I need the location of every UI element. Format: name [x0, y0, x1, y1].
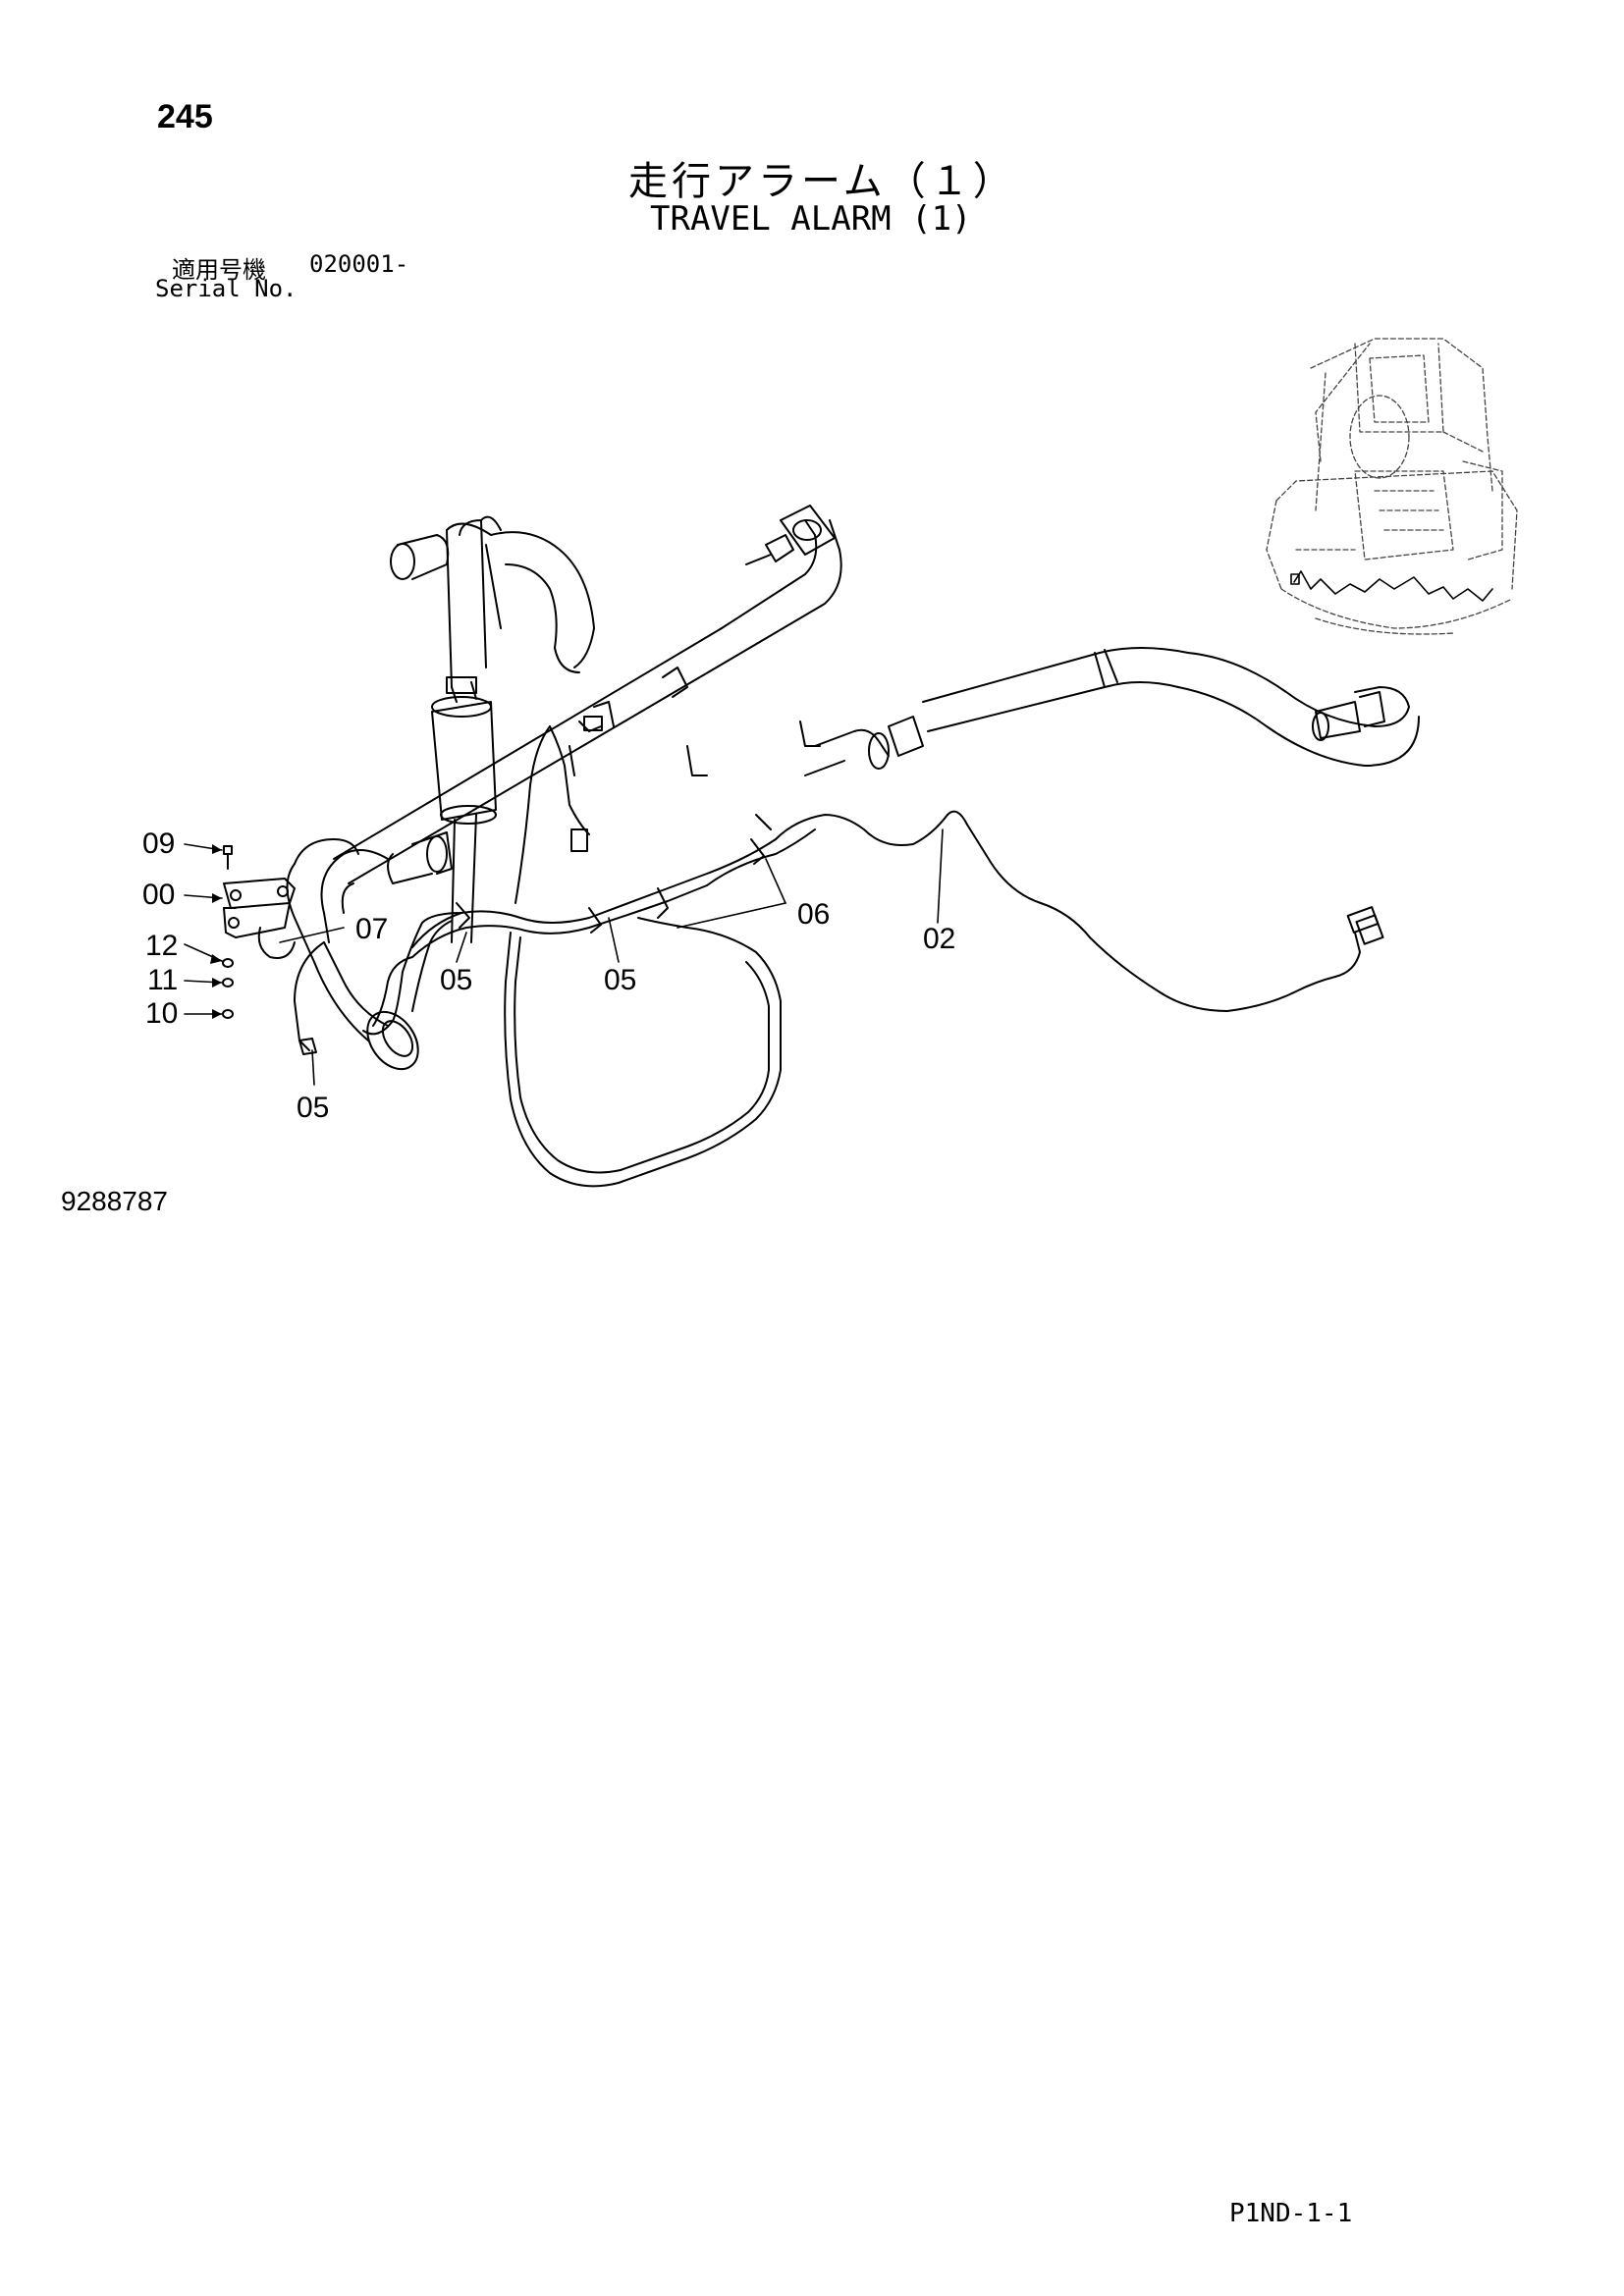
drawing-number: 9288787 — [61, 1186, 169, 1216]
callout-06: 06 — [797, 898, 831, 931]
callout-11: 11 — [147, 964, 179, 996]
callout-05-center: 05 — [440, 964, 473, 996]
serial-label-english: Serial No. — [155, 275, 298, 302]
callout-09: 09 — [142, 828, 176, 860]
callout-07: 07 — [355, 913, 389, 945]
callout-00: 00 — [142, 879, 176, 911]
machine-overview-sketch — [1266, 338, 1518, 635]
alarm-bracket — [223, 878, 296, 959]
serial-number-value: 020001- — [309, 250, 409, 278]
leader-lines — [184, 828, 944, 1086]
serial-label-japanese: 適用号機 — [172, 256, 266, 284]
callout-10: 10 — [145, 997, 179, 1030]
machine-overview-harness — [1290, 570, 1493, 602]
page-number: 245 — [157, 98, 213, 135]
frame-and-tubes — [286, 505, 1420, 1071]
callout-05-left: 05 — [297, 1092, 330, 1124]
page-title-english: TRAVEL ALARM (1) — [650, 199, 972, 239]
callout-02: 02 — [923, 923, 956, 955]
hardware-bolt-nuts — [222, 845, 234, 1019]
wire-harness — [294, 716, 1384, 1188]
leader-arrowheads — [210, 844, 222, 1019]
page-code: P1ND-1-1 — [1229, 2199, 1353, 2228]
callout-05-right: 05 — [604, 964, 637, 996]
callout-12: 12 — [145, 930, 179, 962]
page-title-japanese: 走行アラーム（１） — [628, 159, 1016, 204]
